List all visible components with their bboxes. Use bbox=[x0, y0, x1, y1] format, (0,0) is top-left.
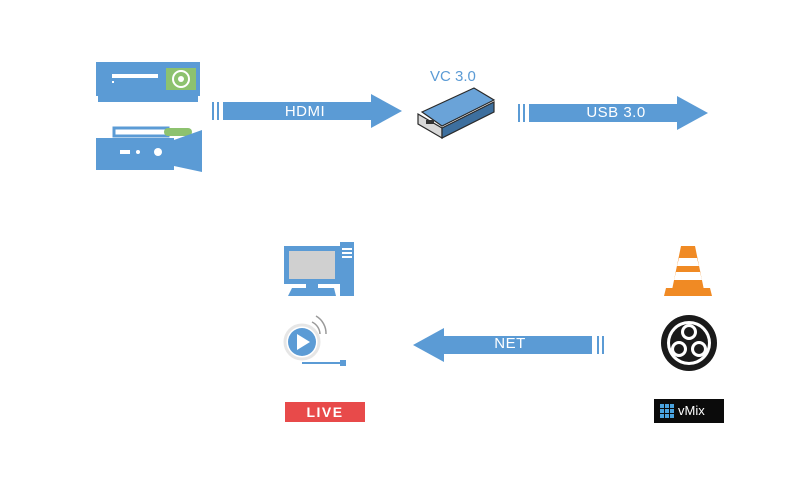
hdmi-arrow bbox=[212, 94, 402, 128]
obs-icon bbox=[661, 315, 717, 371]
usb-arrow bbox=[518, 96, 708, 130]
stream-player-icon bbox=[283, 315, 346, 366]
usb-arrow-label: USB 3.0 bbox=[586, 104, 646, 121]
media-player-icon bbox=[96, 62, 200, 102]
computer-icon bbox=[284, 242, 354, 296]
live-badge: LIVE bbox=[285, 402, 365, 422]
hdmi-arrow-label: HDMI bbox=[284, 103, 326, 120]
net-arrow bbox=[413, 328, 604, 362]
net-arrow-label: NET bbox=[494, 335, 526, 352]
vmix-grid-icon bbox=[660, 404, 674, 418]
vmix-label: vMix bbox=[678, 403, 705, 418]
vlc-icon bbox=[664, 246, 712, 296]
camcorder-icon bbox=[96, 126, 202, 172]
vmix-logo: vMix bbox=[654, 399, 724, 423]
capture-box-icon bbox=[417, 87, 496, 140]
device-label: VC 3.0 bbox=[430, 68, 476, 85]
